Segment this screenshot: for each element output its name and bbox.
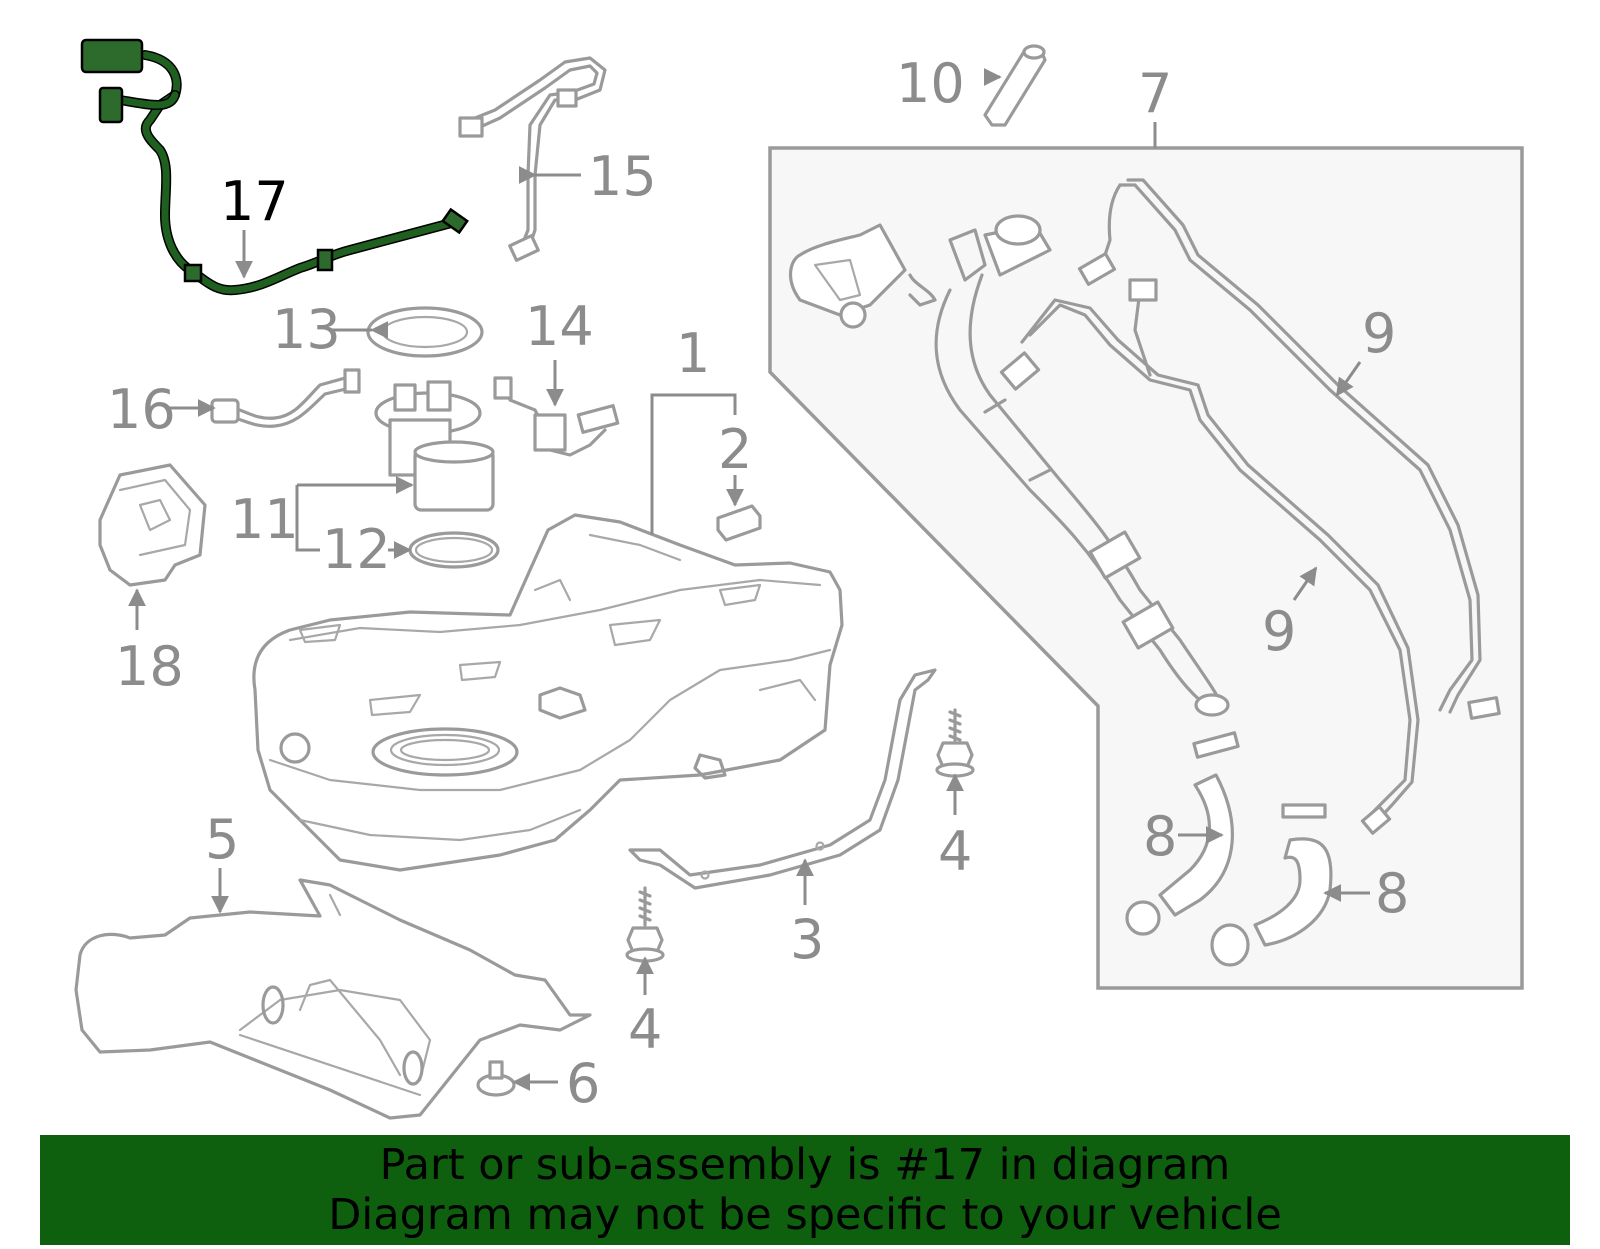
callout-17: 17 [220,170,289,233]
callout-4a: 4 [938,820,972,883]
callout-15: 15 [588,145,657,208]
callout-11: 11 [230,488,299,551]
part-14-sender [493,376,620,457]
leader-lines [128,68,1370,1091]
callout-labels: 17 15 10 7 13 14 1 9 16 2 11 12 9 18 8 4… [107,52,1409,1115]
part-16-hose [210,368,361,428]
callout-16: 16 [107,378,176,441]
callout-13: 13 [272,298,341,361]
banner-line-part-number: Part or sub-assembly is #17 in diagram [379,1140,1231,1190]
hose-8-right [1210,803,1333,967]
callout-8b: 8 [1375,862,1409,925]
part-13-ring [366,306,484,358]
part-5-heat-shield [74,878,592,1120]
part-15-line [458,56,607,262]
callout-9a: 9 [1362,302,1396,365]
info-banner: Part or sub-assembly is #17 in diagram D… [40,1135,1570,1245]
part-12-seal [408,531,500,569]
part-18-module [98,463,207,587]
callout-8a: 8 [1143,805,1177,868]
part-6-clip [476,1060,516,1097]
fuel-tank-1 [252,513,844,872]
callout-6: 6 [566,1052,600,1115]
callout-2: 2 [718,418,752,481]
hose-8-left [1125,731,1240,936]
callout-5: 5 [205,808,239,871]
part-2-pad [716,504,762,542]
callout-12: 12 [322,518,391,581]
fuel-cap-housing [789,223,937,329]
wiring-harness-17 [80,38,469,296]
callout-9b: 9 [1262,600,1296,663]
callout-14: 14 [525,295,594,358]
vapor-tube-9-lower [999,278,1420,835]
callout-3: 3 [790,908,824,971]
part-11-fuel-pump [374,380,495,512]
callout-7: 7 [1138,62,1172,125]
banner-line-disclaimer: Diagram may not be specific to your vehi… [328,1190,1282,1240]
callout-18: 18 [115,635,184,698]
filler-neck [934,214,1230,717]
callout-10: 10 [896,52,965,115]
part-10-cap [983,44,1047,127]
part-3-strap [628,668,937,890]
vapor-tube-9-upper [1077,178,1501,720]
assembly-7-box [768,122,1524,990]
callout-4b: 4 [628,998,662,1061]
callout-1: 1 [676,322,710,385]
bolt-4-right [935,708,975,778]
bolt-4-left [625,886,665,963]
